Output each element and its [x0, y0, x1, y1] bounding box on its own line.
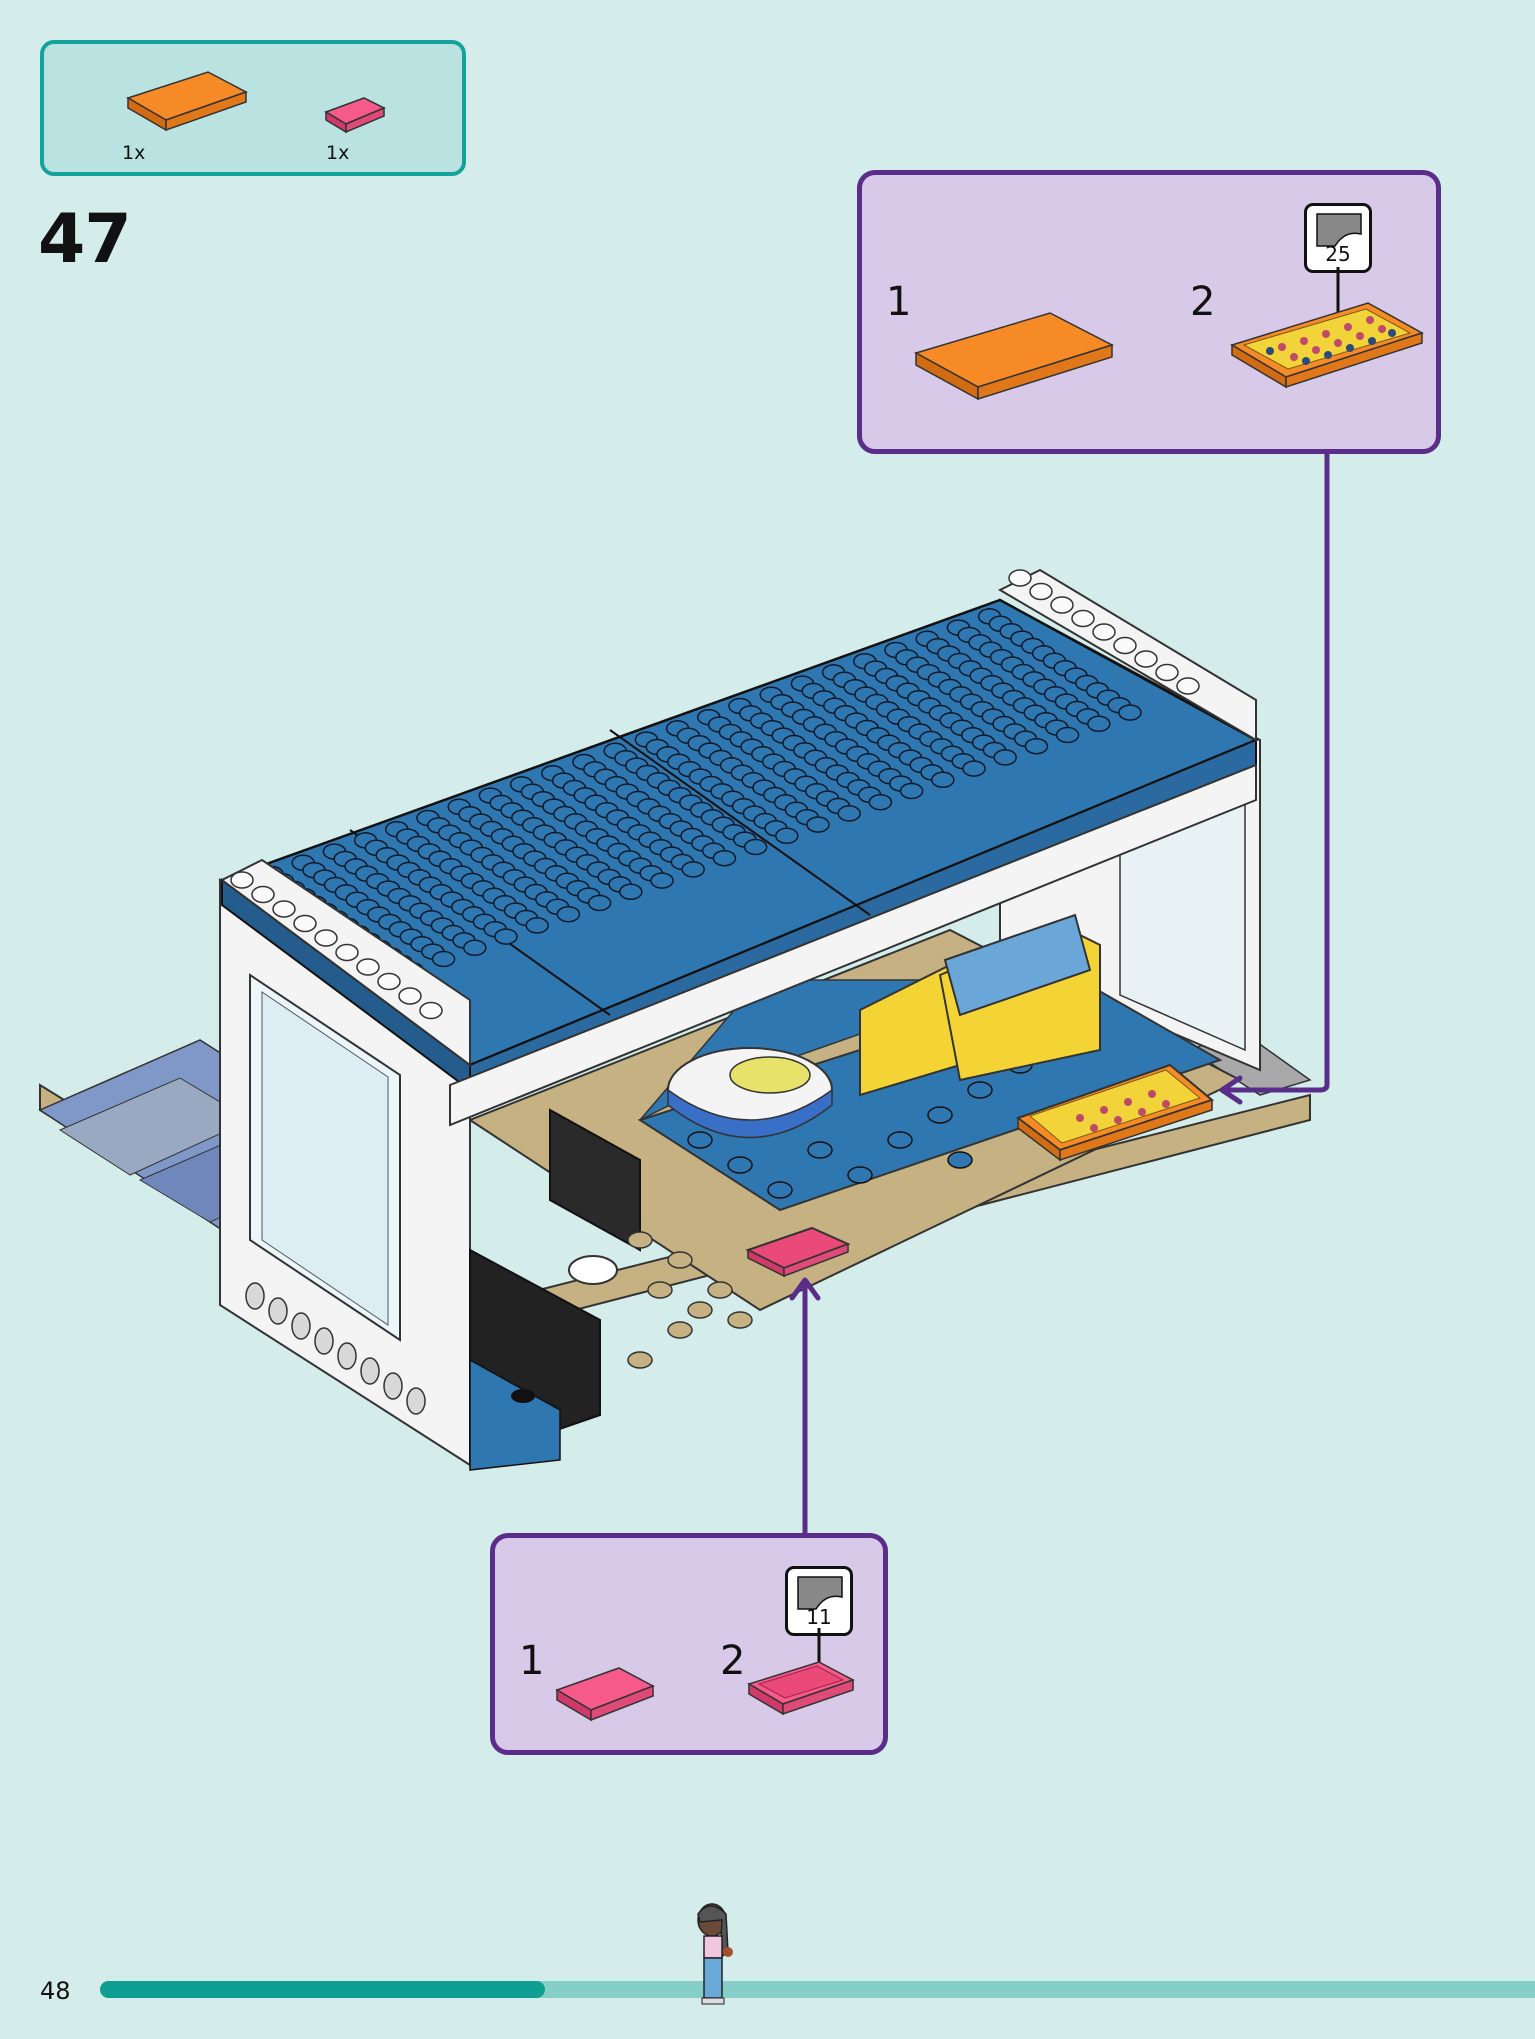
- roof-stud: [1024, 737, 1049, 755]
- substep-number: 1: [519, 1638, 545, 1684]
- roof-stud: [712, 849, 737, 867]
- roof-stud: [619, 883, 643, 901]
- rail-stud: [1113, 636, 1137, 655]
- rail-stud: [356, 958, 380, 976]
- roof-stud: [650, 872, 674, 889]
- rail-stud: [1029, 582, 1053, 601]
- rail-stud: [272, 900, 296, 918]
- rail-stud: [1134, 650, 1158, 668]
- roof-stud: [556, 905, 581, 923]
- orange-tile-2x4-icon: [126, 71, 248, 132]
- roof-stud: [1087, 715, 1111, 733]
- step-number: 47: [38, 200, 132, 279]
- rail-stud: [314, 929, 338, 947]
- roof-stud: [587, 894, 612, 912]
- rail-stud: [1071, 609, 1095, 628]
- callout-top: 1 2 25: [857, 170, 1441, 454]
- part-quantity: 1x: [122, 142, 146, 164]
- roof-stud: [868, 793, 893, 811]
- sticker-icon: [1316, 213, 1362, 247]
- rail-stud: [1155, 663, 1179, 682]
- roof-stud: [681, 861, 705, 878]
- roof-stud: [743, 838, 768, 856]
- callout-bottom: 1 2 11: [490, 1533, 888, 1755]
- part-quantity: 1x: [326, 142, 350, 164]
- roof-stud: [837, 805, 861, 822]
- roof-stud: [431, 950, 456, 968]
- roof-stud: [806, 816, 830, 833]
- rail-stud: [230, 871, 254, 889]
- roof-stud: [775, 827, 799, 845]
- rail-stud: [1176, 677, 1200, 695]
- roof-stud: [494, 928, 518, 945]
- rail-stud: [1050, 596, 1074, 614]
- rail-stud: [335, 943, 359, 962]
- rail-stud: [419, 1001, 443, 1020]
- roof-stud: [525, 917, 549, 934]
- sticker-number: 11: [806, 1605, 832, 1629]
- parts-list-box: 1x 1x: [40, 40, 466, 176]
- roof-stud: [931, 771, 955, 789]
- pink-tile-1x2-icon: [555, 1667, 655, 1722]
- roof-stud: [993, 749, 1017, 766]
- sticker-icon: [797, 1576, 843, 1610]
- roof-stud: [899, 782, 924, 800]
- pink-tile-1x2-icon: [324, 97, 386, 134]
- sticker-number: 25: [1325, 242, 1351, 266]
- roof-stud: [463, 939, 487, 957]
- substep-number: 2: [720, 1638, 746, 1684]
- page-number: 48: [40, 1977, 71, 2005]
- pink-tile-with-sticker-icon: [747, 1628, 855, 1716]
- rail-stud: [1092, 623, 1116, 641]
- progress-fill: [100, 1981, 545, 1998]
- rail-stud: [377, 972, 401, 991]
- substep-number: 2: [1190, 279, 1216, 325]
- rail-stud: [293, 914, 317, 933]
- rail-stud: [398, 987, 422, 1005]
- roof-stud: [1118, 704, 1142, 721]
- sticker-badge: 25: [1304, 203, 1372, 273]
- orange-tile-with-sticker-icon: [1230, 267, 1424, 389]
- roof-stud: [1055, 726, 1080, 744]
- roof-stud: [962, 760, 986, 777]
- orange-tile-2x4-icon: [914, 312, 1114, 401]
- rail-stud: [1008, 569, 1032, 587]
- substep-number: 1: [886, 279, 912, 325]
- minidoll-figure-icon: [697, 1903, 733, 2005]
- rail-stud: [251, 885, 275, 904]
